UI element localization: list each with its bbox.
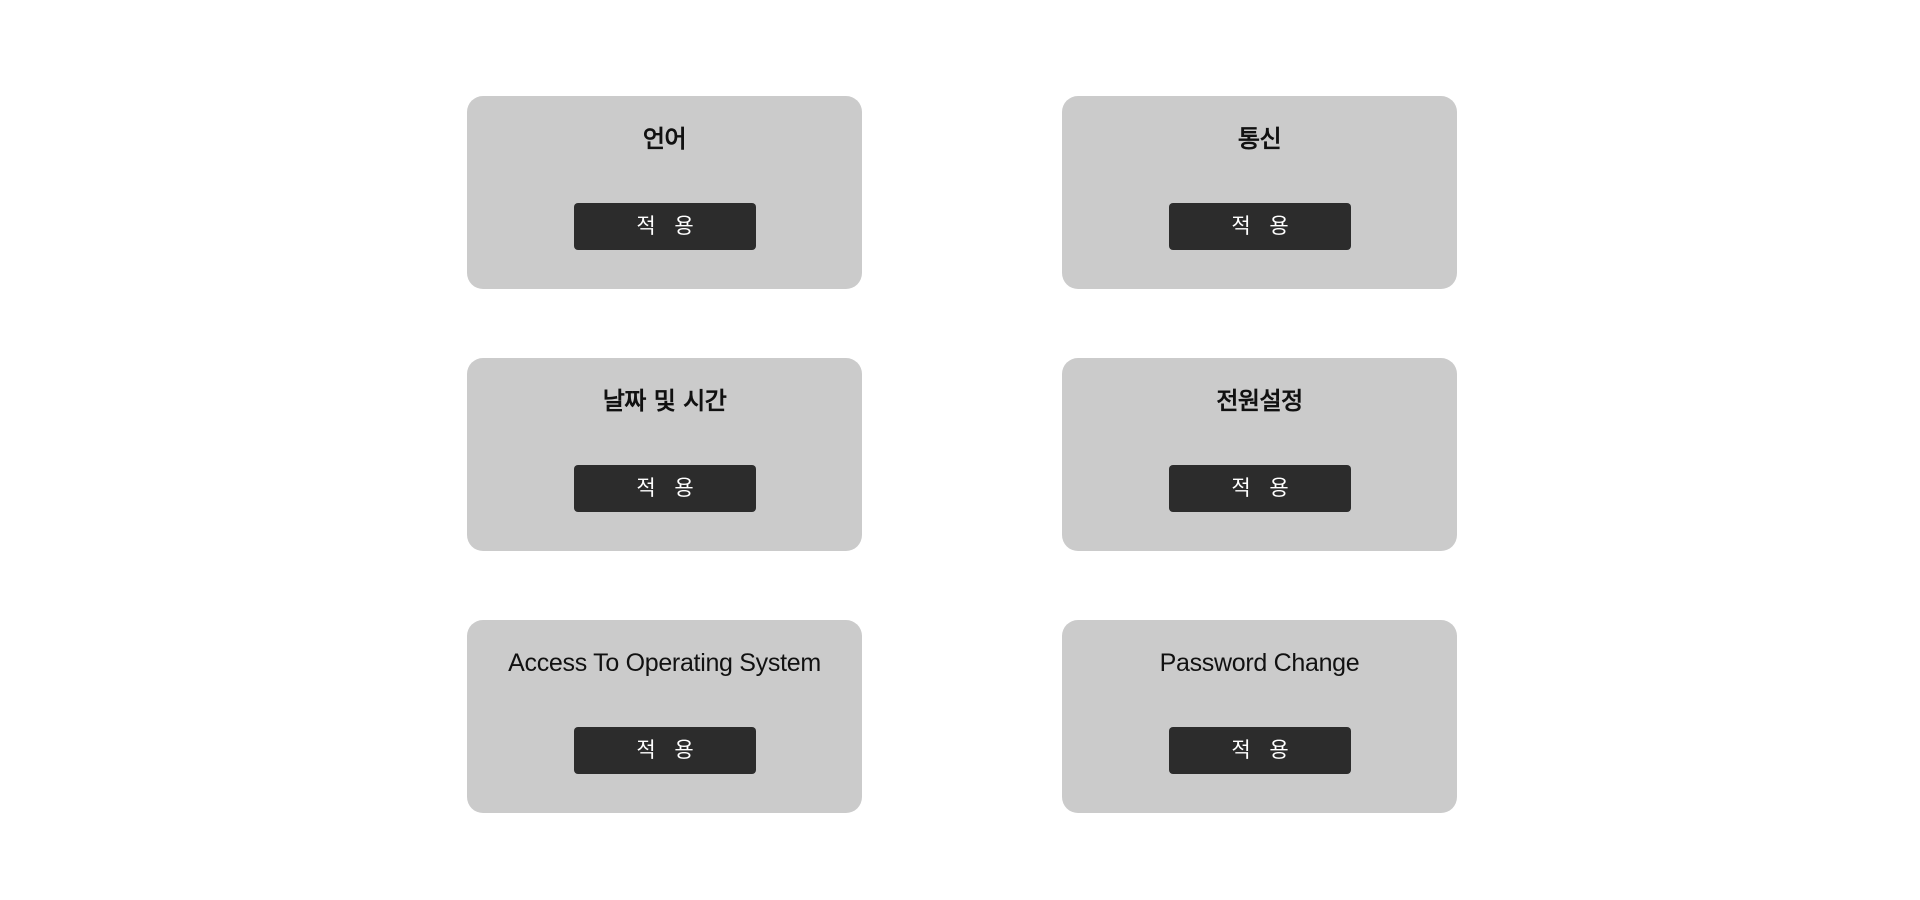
settings-grid: 언어 적 용 통신 적 용 날짜 및 시간 적 용 전원설정 적 용 Acces… (467, 96, 1457, 813)
os-access-apply-button[interactable]: 적 용 (574, 727, 756, 774)
os-access-card: Access To Operating System 적 용 (467, 620, 862, 813)
communication-apply-button[interactable]: 적 용 (1169, 203, 1351, 250)
os-access-title: Access To Operating System (508, 649, 821, 677)
communication-settings-card: 통신 적 용 (1062, 96, 1457, 289)
date-time-apply-button[interactable]: 적 용 (574, 465, 756, 512)
language-apply-button[interactable]: 적 용 (574, 203, 756, 250)
power-apply-button[interactable]: 적 용 (1169, 465, 1351, 512)
language-settings-card: 언어 적 용 (467, 96, 862, 289)
password-change-card: Password Change 적 용 (1062, 620, 1457, 813)
communication-settings-title: 통신 (1237, 125, 1282, 153)
date-time-settings-card: 날짜 및 시간 적 용 (467, 358, 862, 551)
language-settings-title: 언어 (642, 125, 687, 153)
password-change-title: Password Change (1159, 649, 1360, 677)
date-time-settings-title: 날짜 및 시간 (602, 387, 727, 415)
password-change-apply-button[interactable]: 적 용 (1169, 727, 1351, 774)
power-settings-title: 전원설정 (1216, 387, 1303, 415)
power-settings-card: 전원설정 적 용 (1062, 358, 1457, 551)
